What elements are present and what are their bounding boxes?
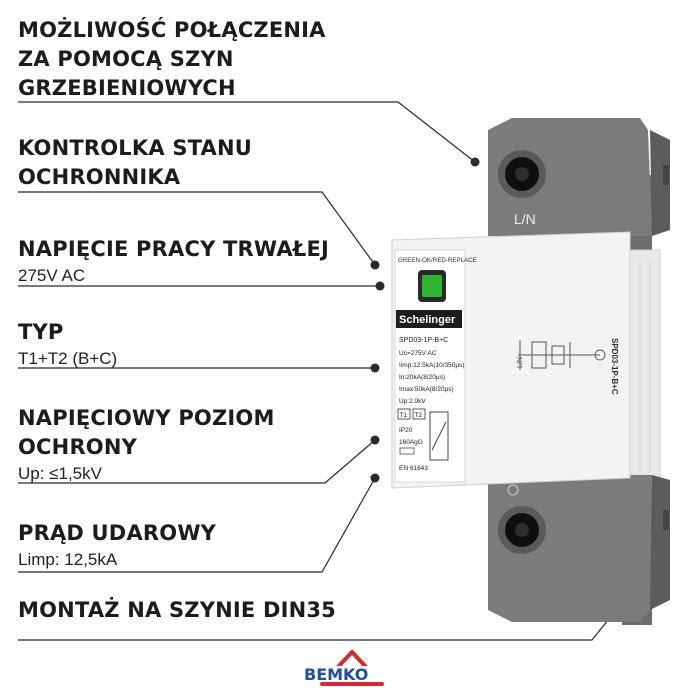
feature-surge-current: PRĄD UDAROWY Limp: 12,5kA bbox=[18, 519, 216, 571]
spec-line: Uc=275V AC bbox=[399, 350, 437, 357]
feature-operating-voltage: NAPIĘCIE PRACY TRWAŁEJ 275V AC bbox=[18, 235, 329, 287]
brand-name: Schelinger bbox=[399, 314, 456, 326]
feature-type: TYP T1+T2 (B+C) bbox=[18, 318, 117, 370]
terminal-label: L/N bbox=[514, 211, 536, 227]
housing-side-white bbox=[629, 249, 661, 491]
spec-lines: Uc=275V AC Iimp:12.5kA(10/350µs) In:20kA… bbox=[399, 350, 465, 405]
logo-text-bg bbox=[302, 666, 388, 682]
housing-clip bbox=[663, 165, 669, 185]
feature-value: T1+T2 (B+C) bbox=[18, 349, 118, 368]
feature-title: MOŻLIWOŚĆ POŁĄCZENIA ZA POMOCĄ SZYN GRZE… bbox=[18, 18, 326, 100]
housing-top bbox=[488, 118, 652, 236]
ground-icon bbox=[507, 484, 519, 496]
spec-line: Imax:50kA(8/20µs) bbox=[399, 386, 454, 393]
spec-line: Up:2.0kV bbox=[399, 398, 426, 405]
terminal-marking: L/N bbox=[517, 357, 524, 368]
type-badge-box bbox=[397, 408, 411, 420]
type-badge-t1: T1 bbox=[400, 412, 408, 419]
varistor-symbol bbox=[429, 411, 449, 461]
brand-badge bbox=[396, 310, 462, 328]
feature-title: TYP bbox=[18, 320, 64, 344]
varistor-slash bbox=[431, 421, 447, 451]
fuse-icon bbox=[399, 447, 415, 455]
callout-line-comb bbox=[18, 101, 476, 163]
ground-symbol-icon bbox=[594, 349, 606, 361]
model-number: SPD03-1P-B+C bbox=[399, 337, 448, 344]
callout-line-surge bbox=[18, 477, 376, 573]
feature-comb-busbar: MOŻLIWOŚĆ POŁĄCZENIA ZA POMOCĄ SZYN GRZE… bbox=[18, 16, 326, 103]
bemko-logo-mark: BEMKO bbox=[302, 650, 388, 686]
callout-dot bbox=[375, 281, 385, 291]
feature-value: Up: ≤1,5kV bbox=[18, 464, 102, 483]
feature-title: KONTROLKA STANU OCHRONNIKA bbox=[18, 136, 253, 189]
logo-text: BEMKO bbox=[304, 665, 368, 684]
callout-dot bbox=[370, 435, 380, 445]
feature-protection-level: NAPIĘCIOWY POZIOM OCHRONY Up: ≤1,5kV bbox=[18, 404, 275, 485]
callout-line-protection bbox=[18, 439, 376, 484]
circuit-schematic bbox=[518, 340, 600, 370]
callout-dot bbox=[370, 260, 380, 270]
feature-value: Limp: 12,5kA bbox=[18, 550, 118, 569]
callout-line-indicator bbox=[18, 191, 376, 266]
status-indicator-light bbox=[422, 275, 442, 297]
fuse-rating: 160AgG bbox=[399, 439, 423, 446]
feature-title: NAPIĘCIOWY POZIOM OCHRONY bbox=[18, 406, 275, 459]
callout-dot bbox=[470, 157, 480, 167]
spec-line: In:20kA(8/20µs) bbox=[399, 374, 445, 381]
ip-rating: IP20 bbox=[399, 427, 413, 434]
feature-status-indicator: KONTROLKA STANU OCHRONNIKA bbox=[18, 134, 252, 192]
feature-title: PRĄD UDAROWY bbox=[18, 521, 217, 545]
feature-value: 275V AC bbox=[18, 266, 86, 285]
feature-title: MONTAŻ NA SZYNIE DIN35 bbox=[18, 598, 336, 622]
type-badge-t2: T2 bbox=[415, 412, 423, 419]
callout-dot bbox=[370, 363, 380, 373]
standard-label: EN 61643 bbox=[399, 465, 428, 472]
callout-lines bbox=[18, 101, 641, 641]
screw-bottom bbox=[515, 523, 529, 537]
callout-dot bbox=[370, 473, 380, 483]
screw-top bbox=[515, 167, 529, 181]
spec-line: Iimp:12.5kA(10/350µs) bbox=[399, 362, 465, 369]
bemko-logo: BEMKO bbox=[300, 646, 400, 692]
housing-bottom-side bbox=[650, 475, 670, 610]
type-badge-box bbox=[412, 408, 426, 420]
housing-top-side bbox=[650, 130, 670, 236]
housing-clip bbox=[663, 510, 669, 530]
indicator-label: GREEN-OK/RED-REPLACE bbox=[398, 257, 477, 264]
side-model-number: SPD03-1P-B+C bbox=[610, 338, 619, 395]
feature-din-mounting: MONTAŻ NA SZYNIE DIN35 bbox=[18, 596, 336, 625]
feature-title: NAPIĘCIE PRACY TRWAŁEJ bbox=[18, 237, 330, 261]
